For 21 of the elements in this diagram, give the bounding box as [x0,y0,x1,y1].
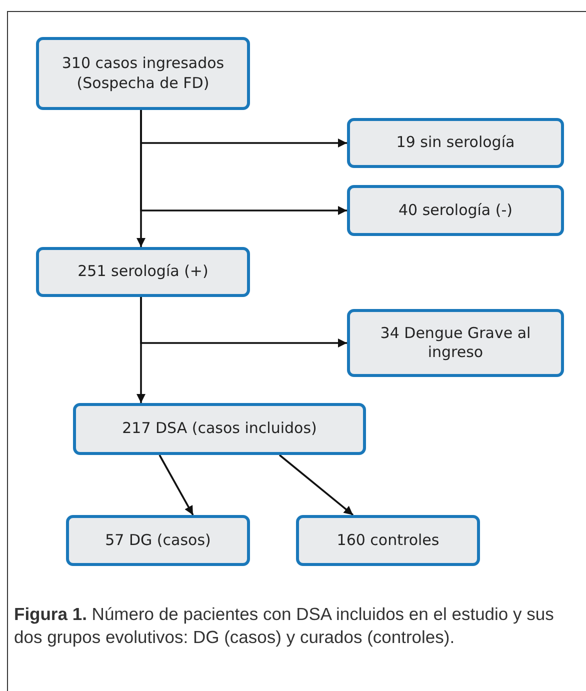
process-box [36,247,250,297]
box-label: 40 serología (-) [398,200,513,220]
box-label: 217 DSA (casos incluidos) [122,419,317,439]
box-label: 310 casos ingresados (Sospecha de FD) [60,54,226,93]
process-box [296,515,480,566]
arrow [278,454,354,516]
box-label: 251 serología (+) [78,262,208,282]
arrow [158,454,194,516]
figure-caption: Figura 1. Número de pacientes con DSA incluidos en el estudio y sus dos grupos evolutivos: DG (casos) y curados (controles). [14,603,555,648]
arrow [136,110,146,247]
process-box [73,403,366,455]
box-label: 57 DG (casos) [105,530,211,550]
box-label: 34 Dengue Grave al ingreso [379,324,532,362]
box-label: 160 controles [336,530,440,550]
process-box [347,185,564,236]
process-box [347,309,564,377]
arrow [136,297,146,403]
process-box [347,118,564,168]
box-label: 19 sin serología [396,133,515,153]
process-box [66,515,250,566]
process-box [36,37,250,110]
